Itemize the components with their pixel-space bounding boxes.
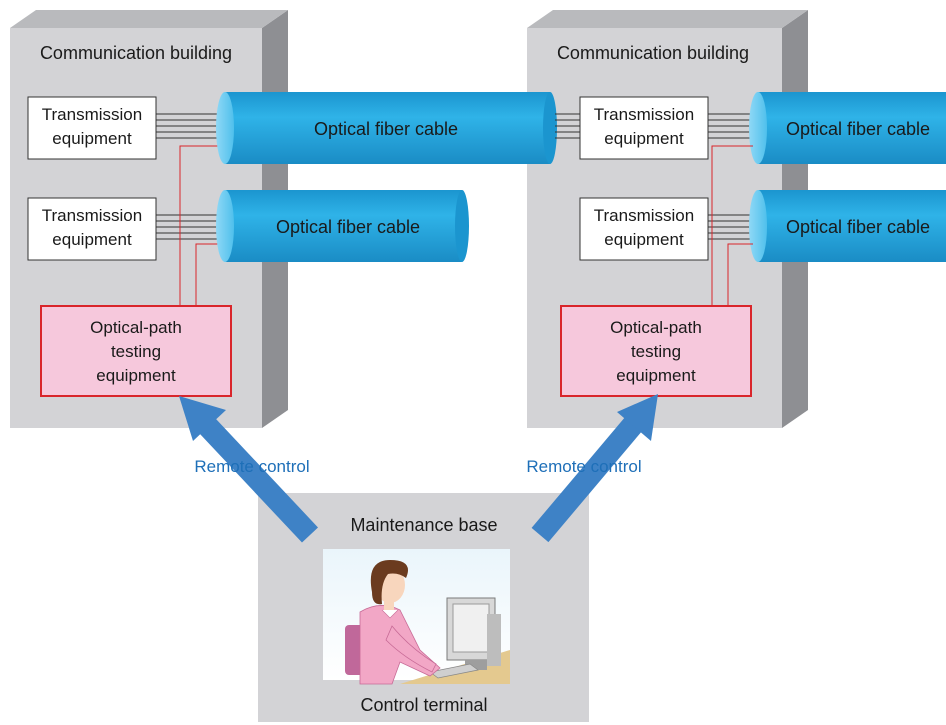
right-transmission-top-line1: Transmission bbox=[594, 105, 694, 124]
cable-right-bottom bbox=[749, 190, 946, 262]
left-transmission-top bbox=[27, 96, 157, 160]
left-testing-equipment bbox=[40, 305, 232, 397]
right-building-title: Communication building bbox=[557, 43, 749, 63]
remote-arrow-right bbox=[531, 394, 658, 543]
left-transmission-bottom-line2: equipment bbox=[52, 230, 132, 249]
left-testing-line2: testing bbox=[111, 342, 161, 361]
cable-left-bottom-label: Optical fiber cable bbox=[276, 217, 420, 237]
right-transmission-top-line2: equipment bbox=[604, 129, 684, 148]
left-testing-line1: Optical-path bbox=[90, 318, 182, 337]
right-testing-line3: equipment bbox=[616, 366, 696, 385]
right-top-in-fibers bbox=[555, 113, 580, 139]
right-transmission-bottom bbox=[579, 197, 709, 261]
left-top-fibers bbox=[156, 113, 225, 139]
left-testing-line3: equipment bbox=[96, 366, 176, 385]
remote-arrow-left bbox=[179, 396, 319, 543]
cable-left-bottom bbox=[216, 190, 469, 262]
cable-left-top bbox=[216, 92, 557, 164]
left-transmission-bottom bbox=[27, 197, 157, 261]
cable-right-top bbox=[749, 92, 946, 164]
left-test-lines bbox=[179, 145, 220, 306]
left-bottom-fibers bbox=[156, 214, 225, 240]
control-terminal-label: Control terminal bbox=[360, 695, 487, 715]
operator-illustration bbox=[323, 549, 510, 685]
right-testing-line2: testing bbox=[631, 342, 681, 361]
right-transmission-top bbox=[579, 96, 709, 160]
left-transmission-top-line1: Transmission bbox=[42, 105, 142, 124]
cable-right-bottom-label: Optical fiber cable bbox=[786, 217, 930, 237]
maintenance-title: Maintenance base bbox=[350, 515, 497, 535]
right-testing-equipment bbox=[560, 305, 752, 397]
left-transmission-bottom-line1: Transmission bbox=[42, 206, 142, 225]
right-transmission-bottom-line1: Transmission bbox=[594, 206, 694, 225]
right-test-lines bbox=[711, 145, 753, 306]
left-building-title: Communication building bbox=[40, 43, 232, 63]
cable-left-top-label: Optical fiber cable bbox=[314, 119, 458, 139]
right-testing-line1: Optical-path bbox=[610, 318, 702, 337]
right-transmission-bottom-line2: equipment bbox=[604, 230, 684, 249]
cable-right-top-label: Optical fiber cable bbox=[786, 119, 930, 139]
left-transmission-top-line2: equipment bbox=[52, 129, 132, 148]
remote-control-right-label: Remote control bbox=[526, 457, 641, 476]
remote-control-left-label: Remote control bbox=[194, 457, 309, 476]
